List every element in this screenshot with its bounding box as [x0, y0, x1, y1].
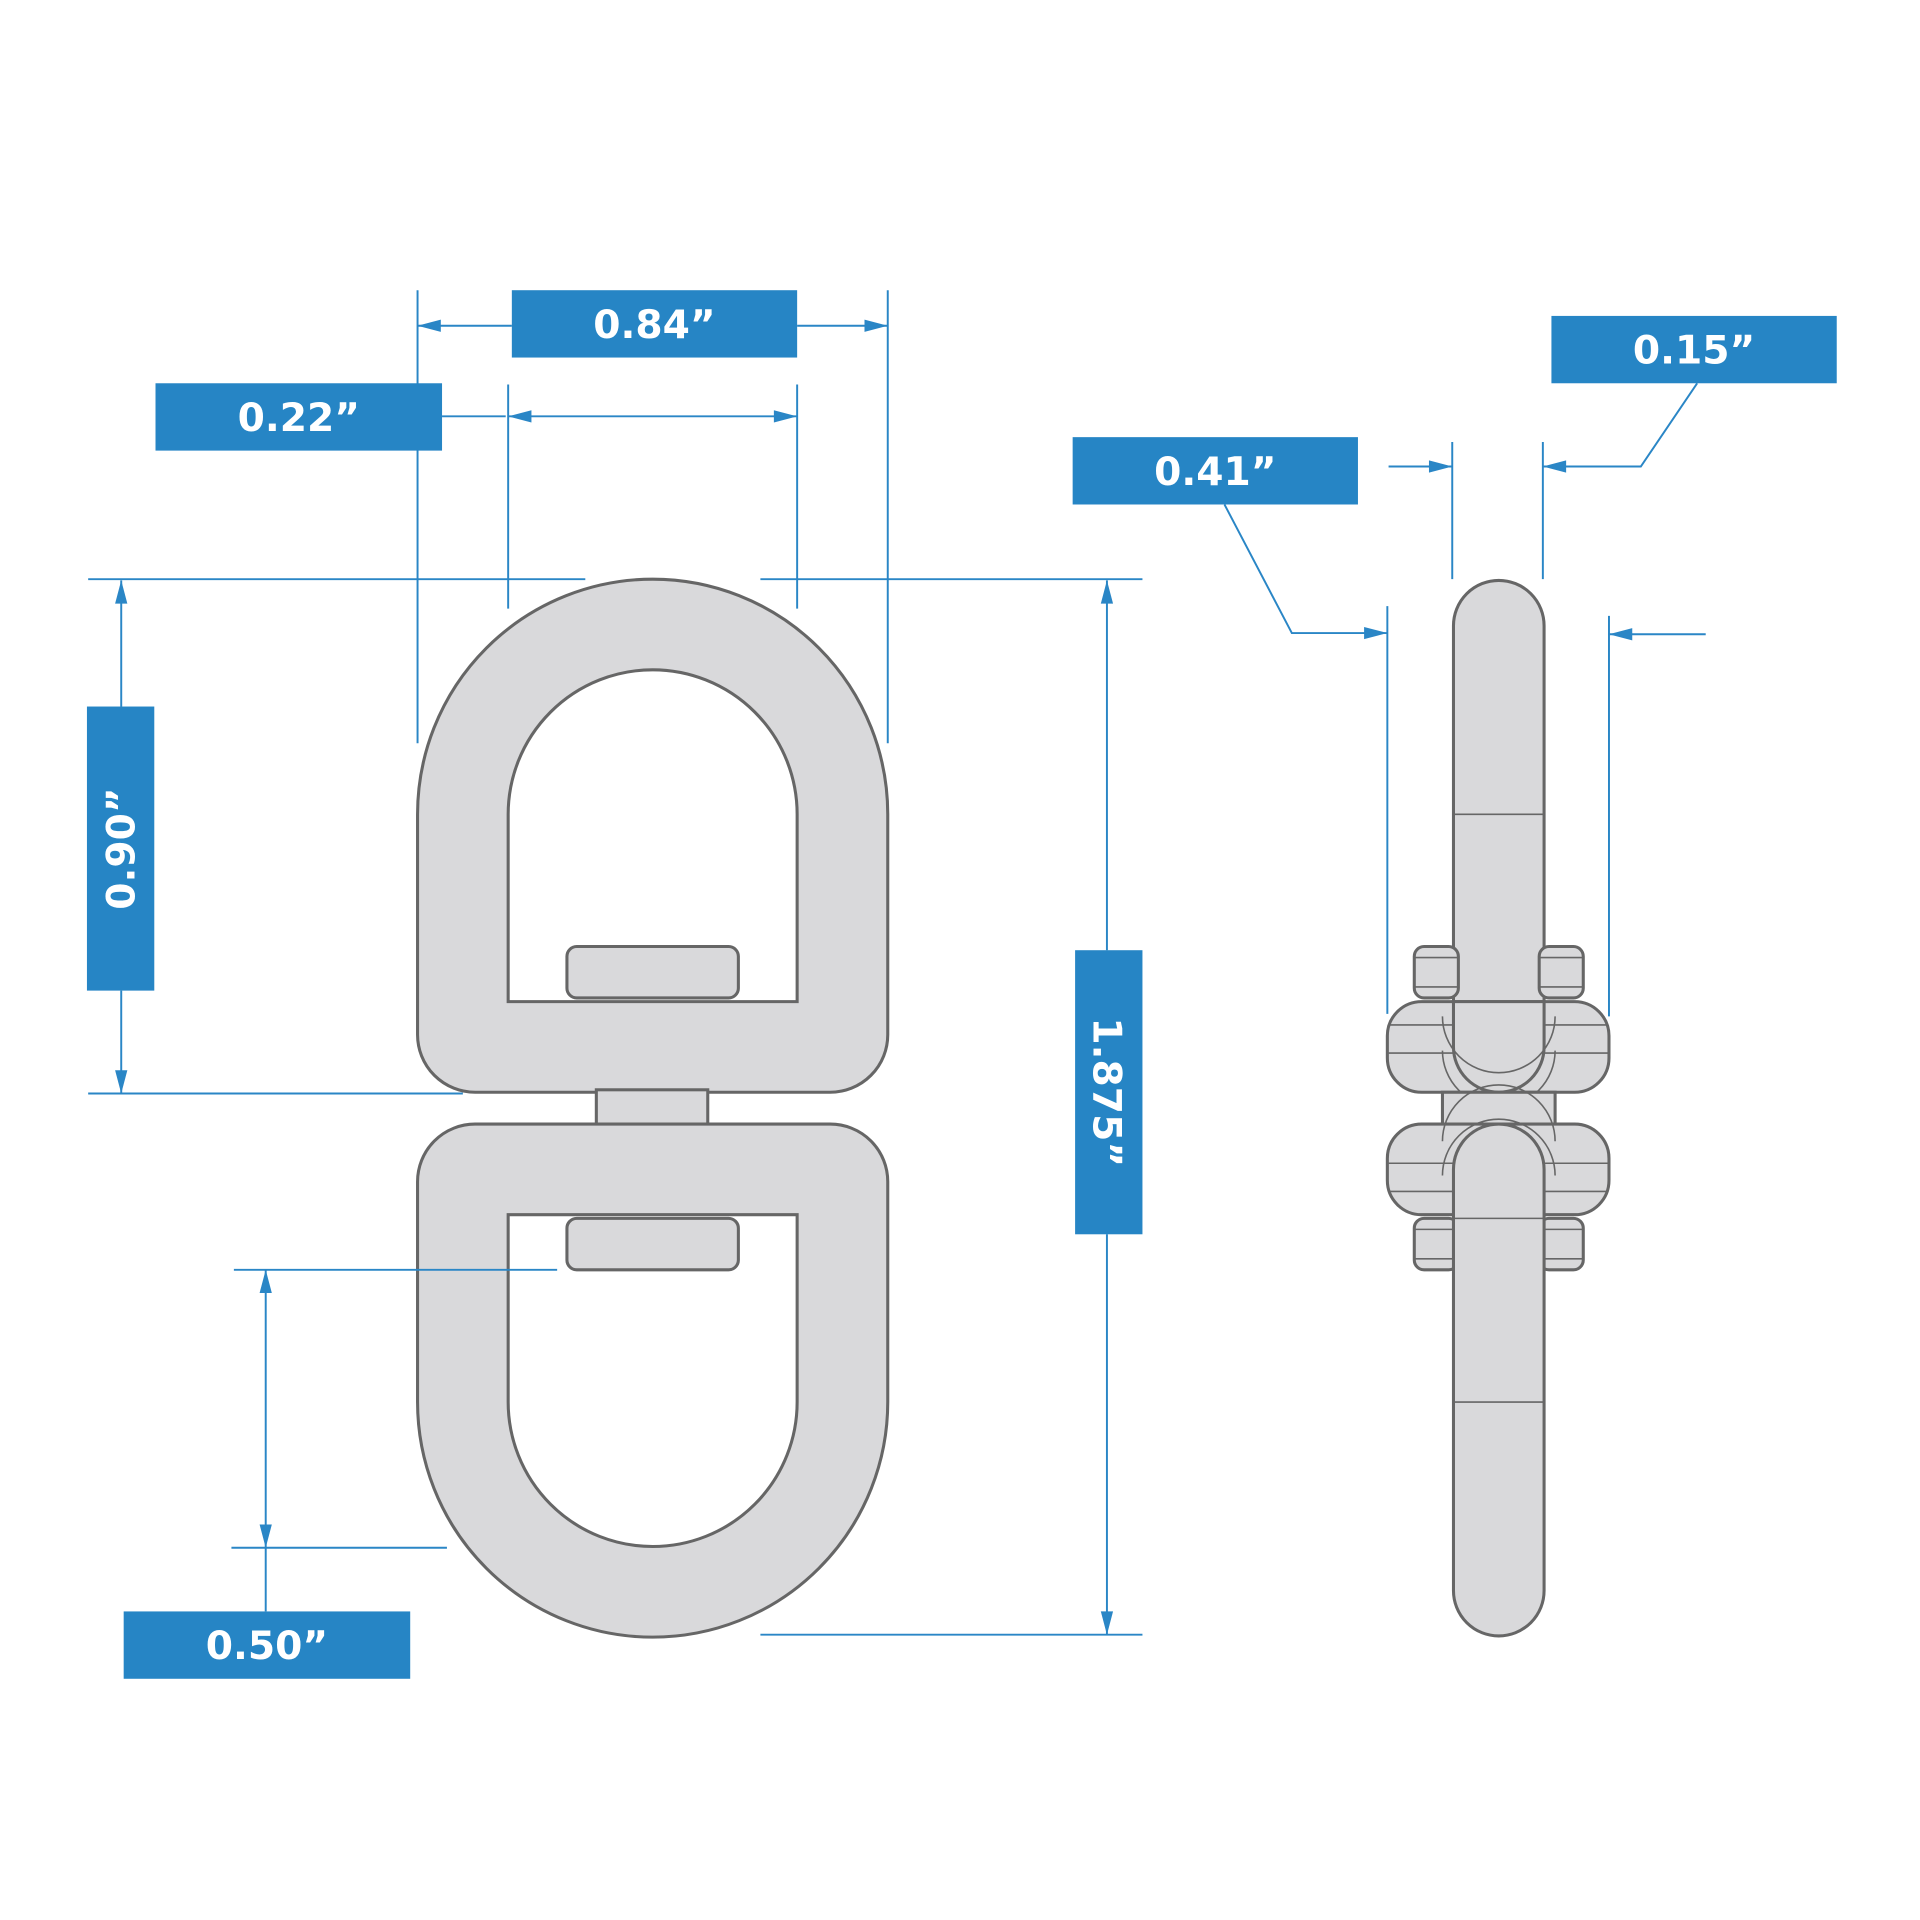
- bottom-rod: [1451, 1122, 1546, 1638]
- label-overall-width: 0.84”: [511, 290, 798, 358]
- label-overall-length: 1.875”: [1075, 950, 1143, 1235]
- label-inner-width: 0.22”: [155, 383, 443, 451]
- label-eye-height: 0.90”: [86, 706, 155, 991]
- label-inner-depth-text: 0.50”: [206, 1624, 328, 1669]
- bottom-washer-right: [1537, 1216, 1585, 1272]
- label-inner-depth: 0.50”: [123, 1611, 411, 1679]
- top-washer-right: [1537, 945, 1585, 1000]
- top-eye: [416, 577, 890, 1094]
- label-inner-width-text: 0.22”: [238, 396, 360, 441]
- dimension-lines: [88, 290, 1706, 1636]
- label-overall-length-text: 1.875”: [1083, 1017, 1128, 1167]
- label-side-thickness-text: 0.41”: [1154, 450, 1276, 495]
- label-side-thickness: 0.41”: [1072, 437, 1358, 505]
- label-eye-height-text: 0.90”: [100, 787, 145, 909]
- side-view: [1385, 578, 1611, 1638]
- label-wire-diameter: 0.15”: [1551, 315, 1837, 384]
- top-inner-bar: [565, 945, 740, 1000]
- front-view: [416, 577, 890, 1639]
- bottom-inner-bar: [565, 1216, 740, 1272]
- label-wire-diameter-text: 0.15”: [1633, 329, 1755, 374]
- bottom-eye: [416, 1122, 890, 1639]
- top-washer-left: [1412, 945, 1460, 1000]
- label-overall-width-text: 0.84”: [593, 303, 715, 348]
- swivel-shaft: [594, 1088, 710, 1129]
- bottom-washer-left: [1412, 1216, 1460, 1272]
